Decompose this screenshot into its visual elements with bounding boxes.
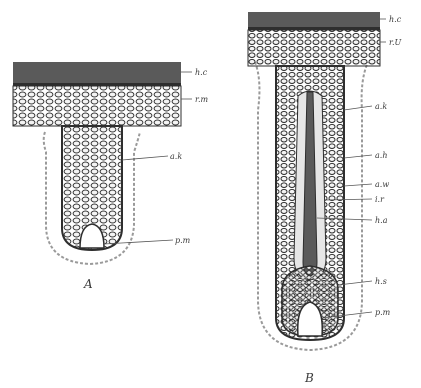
panel-b-label-aw: a.w (375, 180, 389, 189)
panel-b-leader-aw (344, 184, 372, 186)
panel-b-label-ir: i.r (375, 195, 385, 204)
panel-a-leader-ak (122, 156, 168, 160)
panel-b-label-hs: h.s (375, 277, 387, 286)
panel-a-epidermis-band (13, 62, 181, 84)
panel-b-leader-ah (344, 155, 372, 158)
panel-a-label-ak: a.k (170, 152, 182, 161)
panel-b-label-ha: h.a (375, 216, 388, 225)
panel-b-label-pm: p.m (375, 308, 391, 317)
panel-b-epidermis-band (248, 12, 380, 28)
panel-a-label-rm: r.m (195, 95, 208, 104)
panel-a-caption: A (83, 277, 93, 291)
panel-a: h.c r.m a.k p.m A (13, 62, 208, 291)
panel-b-label-hc: h.c (389, 15, 402, 24)
panel-b-label-ru: r.U (389, 38, 401, 47)
panel-a-label-hc: h.c (195, 68, 208, 77)
panel-a-label-pm: p.m (175, 236, 191, 245)
panel-b-caption: B (304, 371, 314, 385)
panel-b-label-ak: a.k (375, 102, 387, 111)
panel-b-label-ah: a.h (375, 151, 387, 160)
panel-b-leader-ak (344, 106, 372, 110)
panel-b-cell-layer (248, 30, 380, 66)
panel-a-cell-layer (13, 86, 181, 126)
panel-b: h.c r.U a.k a.h a.w i.r h.a h.s p.m B (248, 12, 402, 385)
